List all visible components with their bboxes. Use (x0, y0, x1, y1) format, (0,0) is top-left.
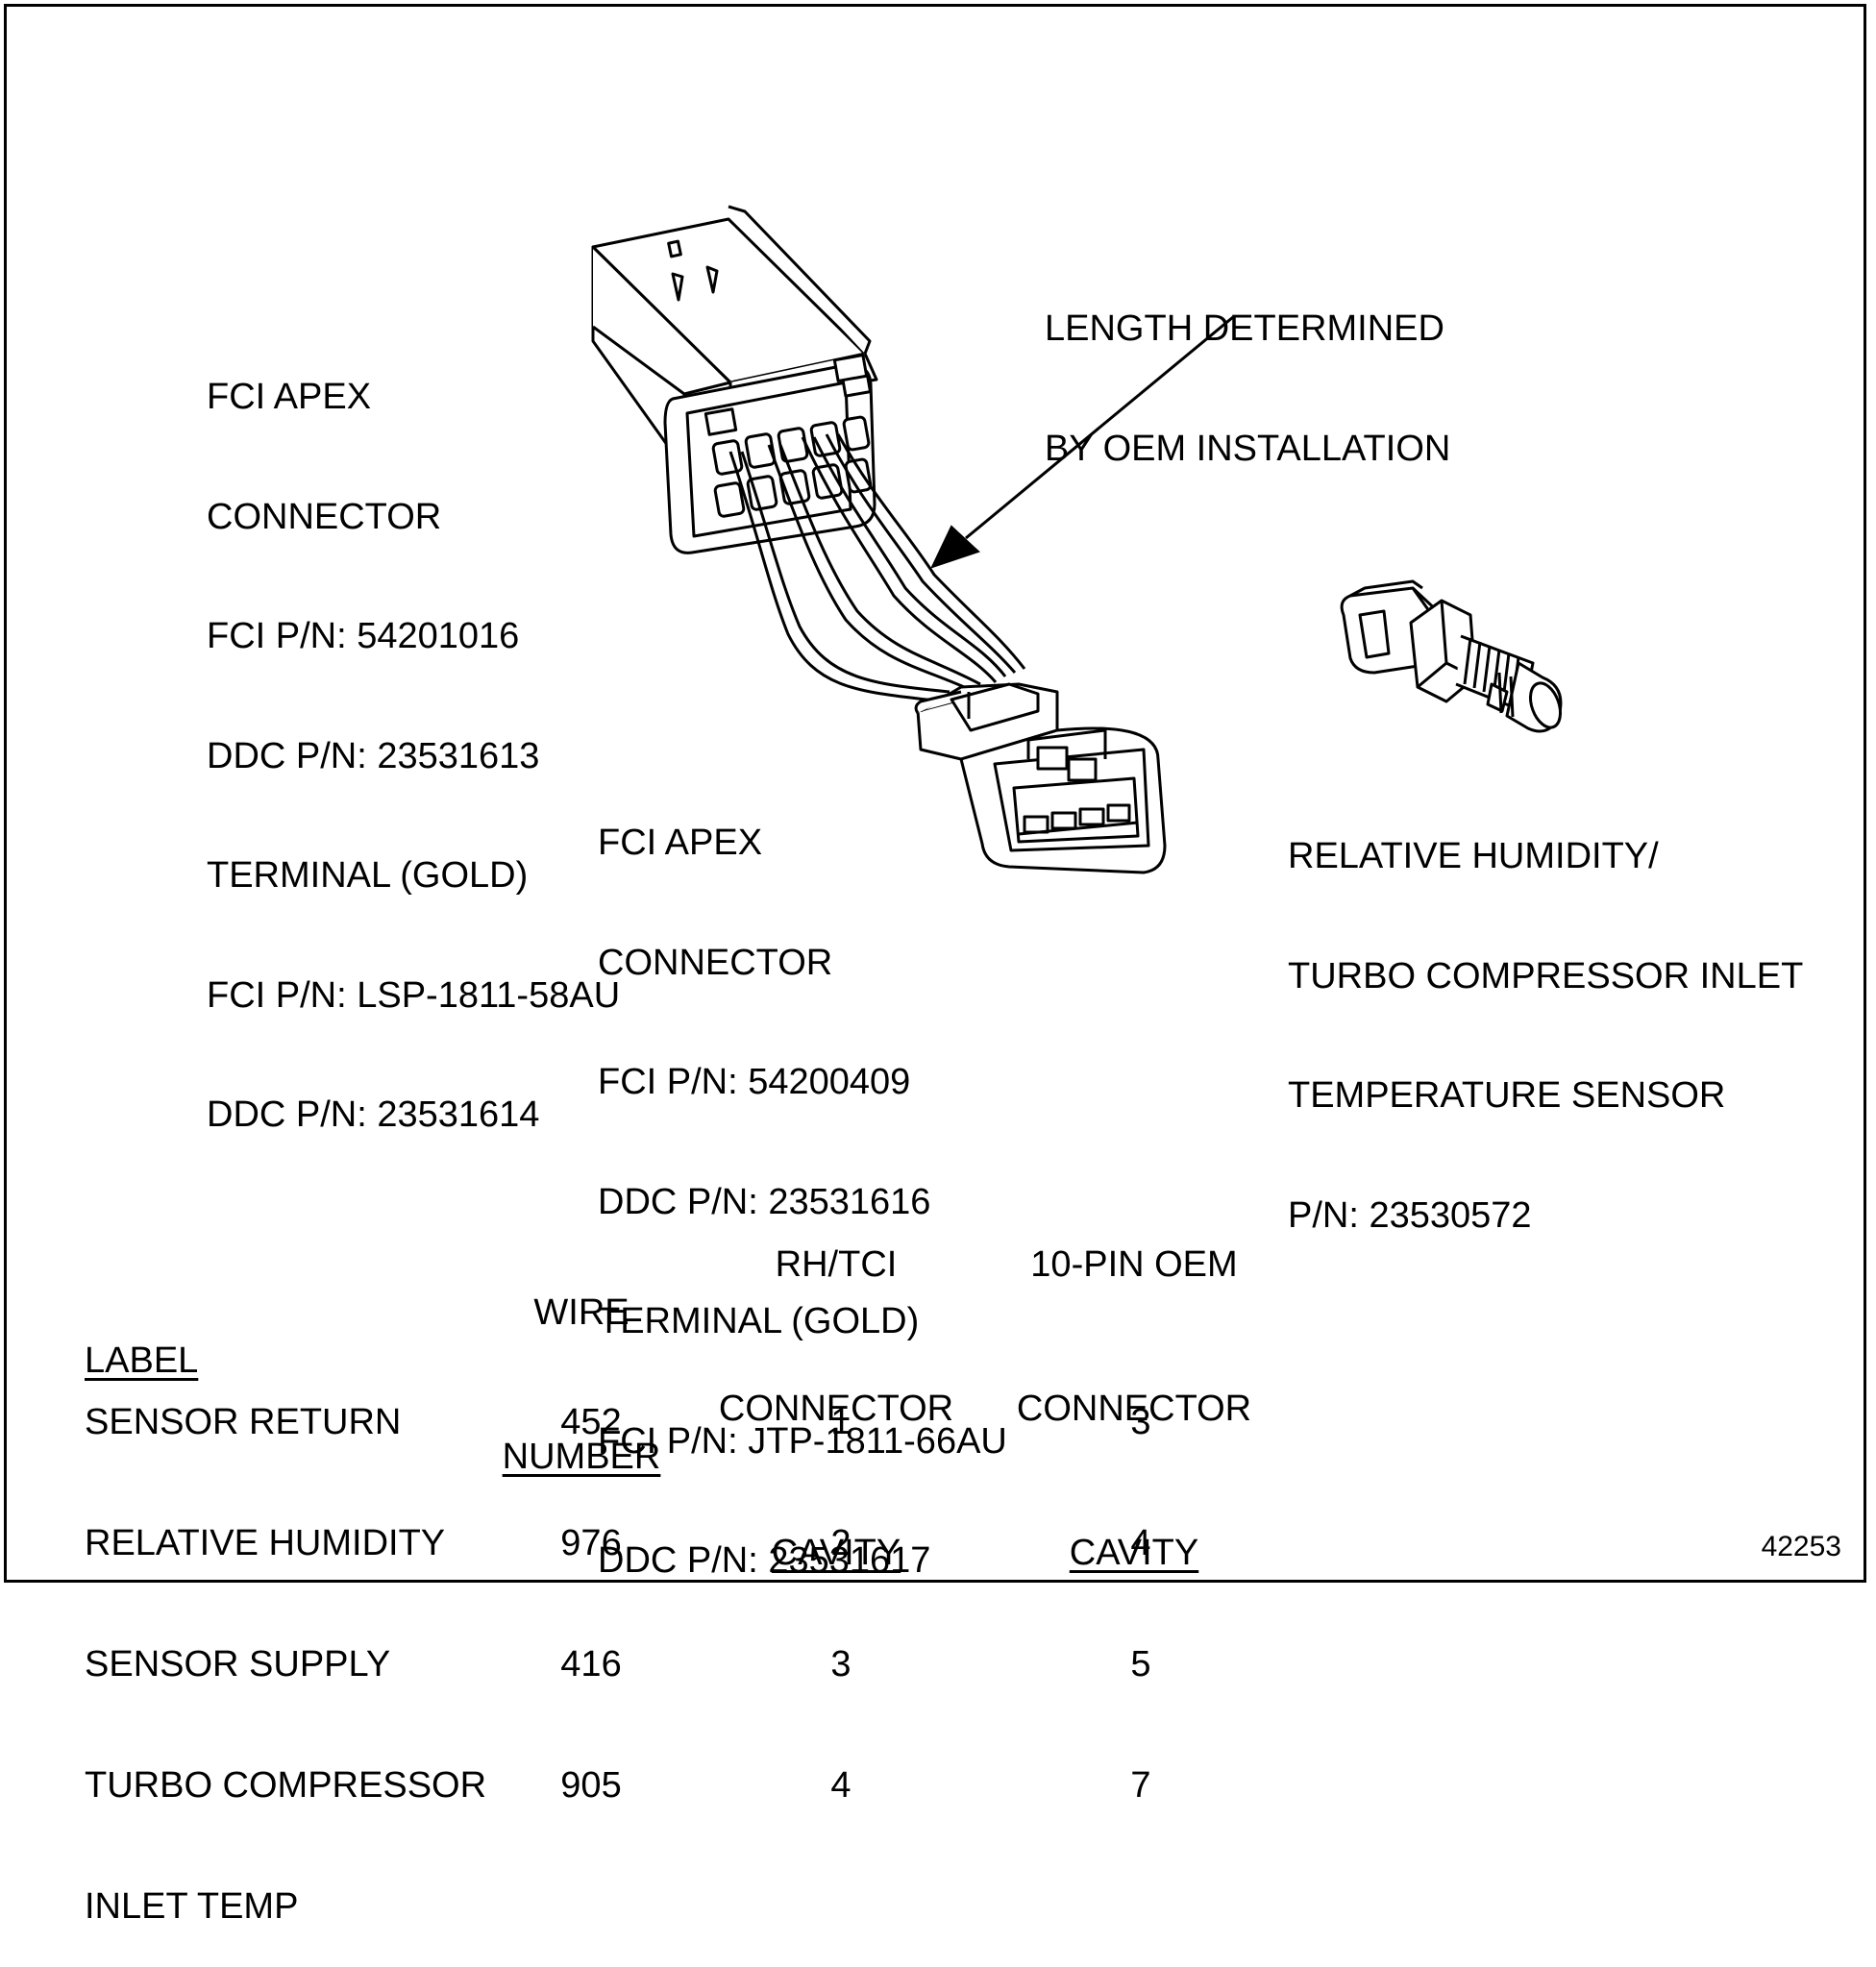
header-label: LABEL (85, 1241, 198, 1433)
length-callout: LENGTH DETERMINED BY OEM INSTALLATION (1045, 230, 1450, 509)
row-rhtci: 4 (830, 1765, 852, 1806)
sensor-connector-illustration (914, 682, 1167, 874)
sensor-connector-line: FCI P/N: JTP-1811-66AU (598, 1420, 1007, 1462)
wire-number-column: 452 976 416 905 (538, 1321, 644, 1846)
oem-connector-line: DDC P/N: 23531614 (207, 1094, 540, 1135)
row-label: SENSOR SUPPLY (85, 1644, 391, 1684)
sensor-callout: RELATIVE HUMIDITY/ TURBO COMPRESSOR INLE… (1288, 757, 1803, 1276)
header-rhtci-line: CAVITY (771, 1533, 901, 1573)
humidity-sensor-illustration (1340, 579, 1563, 733)
row-rhtci: 2 (830, 1523, 852, 1563)
wire-harness (728, 433, 1026, 703)
sensor-connector-line: FCI APEX (598, 823, 763, 863)
sensor-callout-line: TURBO COMPRESSOR INLET (1288, 955, 1804, 996)
figure-border (4, 4, 1866, 1583)
sensor-connector-line: FCI P/N: 54200409 (598, 1062, 911, 1102)
row-rhtci: 3 (830, 1644, 852, 1684)
row-wire: 905 (560, 1765, 622, 1806)
figure-number: 42253 (1761, 1531, 1841, 1562)
label-column: SENSOR RETURN RELATIVE HUMIDITY SENSOR S… (85, 1321, 486, 1967)
oem-connector-line: CONNECTOR (207, 496, 442, 537)
oem-connector-line: DDC P/N: 23531613 (207, 735, 540, 776)
row-oem: 3 (1130, 1402, 1151, 1442)
row-rhtci: 1 (830, 1402, 852, 1442)
row-wire: 452 (560, 1402, 622, 1442)
sensor-connector-line: TERMINAL (GOLD) (598, 1301, 920, 1341)
header-rhtci-line: RH/TCI (775, 1244, 898, 1285)
sensor-connector-line: DDC P/N: 23531617 (598, 1540, 931, 1581)
header-oem-line: CONNECTOR (1016, 1389, 1252, 1429)
header-wire-number: WIRE NUMBER (485, 1192, 678, 1529)
oem-connector-line: TERMINAL (GOLD) (207, 855, 529, 896)
row-oem: 5 (1130, 1644, 1151, 1684)
oem-connector-illustration (591, 205, 878, 554)
header-oem-cavity: 10-PIN OEM CONNECTOR CAVITY (995, 1144, 1273, 1625)
oem-cavity-column: 3 4 5 7 (1093, 1321, 1189, 1846)
rhtci-cavity-column: 1 2 3 4 (793, 1321, 889, 1846)
sensor-connector-line: DDC P/N: 23531616 (598, 1181, 931, 1222)
sensor-connector-callout: FCI APEX CONNECTOR FCI P/N: 54200409 DDC… (598, 744, 1007, 1621)
oem-connector-callout: FCI APEX CONNECTOR FCI P/N: 54201016 DDC… (207, 298, 620, 1175)
header-label-text: LABEL (85, 1340, 199, 1381)
header-rhtci-line: CONNECTOR (718, 1389, 954, 1429)
header-rhtci-cavity: RH/TCI CONNECTOR CAVITY (697, 1144, 975, 1625)
length-arrow (930, 315, 1234, 569)
sensor-callout-line: P/N: 23530572 (1288, 1194, 1532, 1236)
header-oem-line: 10-PIN OEM (1030, 1244, 1238, 1285)
oem-connector-line: FCI APEX (207, 377, 372, 417)
sensor-connector-line: CONNECTOR (598, 942, 833, 983)
header-wire-line: NUMBER (502, 1437, 661, 1477)
sensor-callout-line: RELATIVE HUMIDITY/ (1288, 836, 1659, 876)
header-wire-line: WIRE (533, 1292, 629, 1333)
row-wire: 416 (560, 1644, 622, 1684)
wiring-diagram (591, 205, 1563, 874)
length-callout-line: BY OEM INSTALLATION (1045, 428, 1451, 469)
header-oem-line: CAVITY (1069, 1533, 1199, 1573)
row-label-continuation: INLET TEMP (85, 1886, 299, 1927)
oem-connector-line: FCI P/N: LSP-1811-58AU (207, 974, 621, 1016)
row-oem: 7 (1130, 1765, 1151, 1806)
row-oem: 4 (1130, 1523, 1151, 1563)
row-label: RELATIVE HUMIDITY (85, 1523, 446, 1563)
oem-connector-line: FCI P/N: 54201016 (207, 616, 520, 656)
sensor-callout-line: TEMPERATURE SENSOR (1288, 1075, 1726, 1116)
row-label: TURBO COMPRESSOR (85, 1765, 487, 1806)
length-callout-line: LENGTH DETERMINED (1045, 308, 1444, 349)
row-label: SENSOR RETURN (85, 1402, 402, 1442)
row-wire: 976 (560, 1523, 622, 1563)
